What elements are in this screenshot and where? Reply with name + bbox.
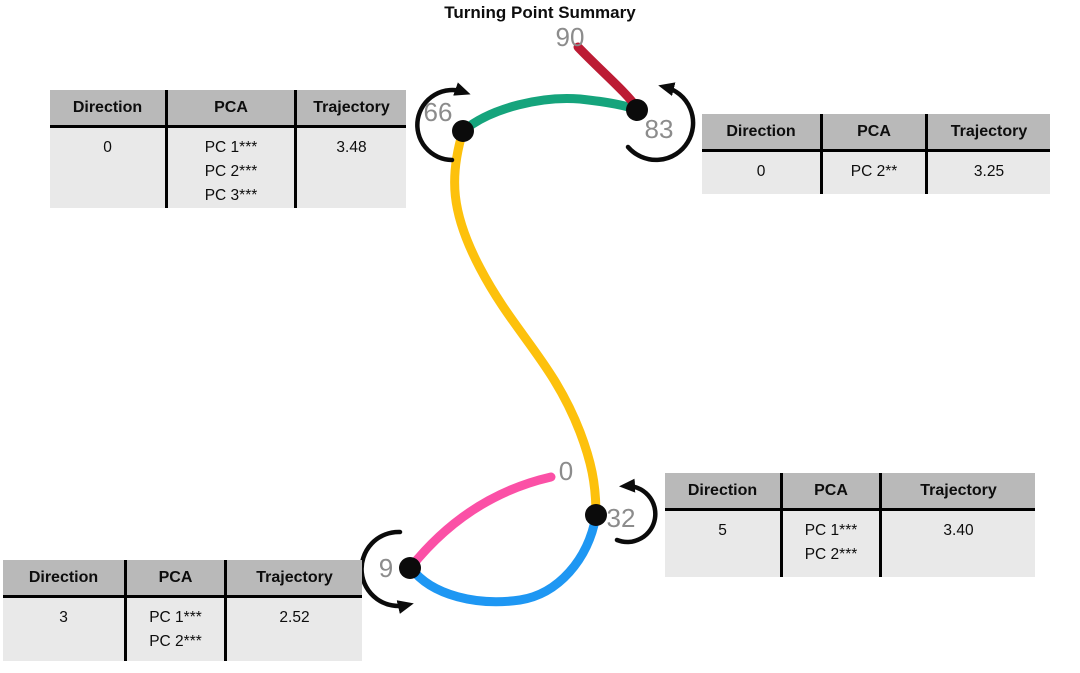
turning-point-dot-83 bbox=[626, 99, 648, 121]
trajectory-value: 3.40 bbox=[943, 522, 974, 539]
direction-column-header: Direction bbox=[50, 90, 168, 125]
trajectory-segment-0-9 bbox=[406, 472, 556, 572]
trajectory-column-header: Trajectory bbox=[950, 122, 1028, 140]
trajectory-segment-66-83 bbox=[458, 94, 642, 136]
point-label-32: 32 bbox=[607, 503, 636, 533]
point-label-83: 83 bbox=[645, 114, 674, 144]
direction-value: 0 bbox=[702, 152, 823, 194]
rotation-arrow-83-icon bbox=[625, 82, 696, 163]
direction-value: 3 bbox=[3, 598, 127, 661]
point-label-90: 90 bbox=[556, 22, 585, 52]
pca-value: PC 1*** PC 2*** PC 3*** bbox=[168, 128, 297, 208]
direction-column-header: Direction bbox=[3, 560, 127, 595]
pca-column-header: PCA bbox=[127, 560, 227, 595]
summary-table-32: Direction PCA Trajectory 5 PC 1*** PC 2*… bbox=[665, 473, 1035, 577]
pca-value: PC 1*** PC 2*** bbox=[127, 598, 227, 661]
turning-point-dot-66 bbox=[452, 120, 474, 142]
pca-line: PC 3*** bbox=[204, 187, 258, 204]
trajectory-column-header: Trajectory bbox=[256, 568, 333, 586]
pca-line: PC 2** bbox=[850, 163, 898, 180]
turning-point-dot-9 bbox=[399, 557, 421, 579]
trajectory-column-header: Trajectory bbox=[920, 481, 997, 499]
trajectory-value: 2.52 bbox=[279, 609, 310, 626]
pca-line: PC 2*** bbox=[804, 546, 858, 563]
point-label-66: 66 bbox=[424, 97, 453, 127]
summary-table-83: Direction PCA Trajectory 0 PC 2** 3.25 bbox=[702, 114, 1050, 194]
rotation-arrow-66-icon bbox=[415, 82, 471, 163]
direction-column-header: Direction bbox=[665, 473, 783, 508]
pca-line: PC 2*** bbox=[149, 633, 202, 650]
page-title: Turning Point Summary bbox=[444, 3, 636, 22]
point-label-9: 9 bbox=[379, 553, 393, 583]
trajectory-segment-32-66 bbox=[450, 126, 601, 520]
pca-column-header: PCA bbox=[823, 114, 928, 149]
pca-column-header: PCA bbox=[168, 90, 297, 125]
direction-value: 0 bbox=[50, 128, 168, 208]
turning-point-dot-32 bbox=[585, 504, 607, 526]
pca-line: PC 1*** bbox=[149, 609, 202, 626]
pca-value: PC 1*** PC 2*** bbox=[783, 511, 882, 577]
rotation-arrow-32-icon bbox=[614, 478, 658, 545]
trajectory-value: 3.48 bbox=[336, 139, 367, 156]
pca-line: PC 2*** bbox=[204, 163, 258, 180]
direction-value: 5 bbox=[665, 511, 783, 577]
direction-column-header: Direction bbox=[702, 114, 823, 149]
pca-column-header: PCA bbox=[783, 473, 882, 508]
trajectory-value: 3.25 bbox=[973, 163, 1005, 180]
summary-table-66: Direction PCA Trajectory 0 PC 1*** PC 2*… bbox=[50, 90, 406, 208]
summary-table-9: Direction PCA Trajectory 3 PC 1*** PC 2*… bbox=[3, 560, 362, 661]
pca-line: PC 1*** bbox=[804, 522, 858, 539]
pca-line: PC 1*** bbox=[204, 139, 258, 156]
trajectory-segment-9-32 bbox=[406, 511, 601, 607]
point-label-0: 0 bbox=[559, 456, 573, 486]
pca-value: PC 2** bbox=[823, 152, 928, 194]
trajectory-column-header: Trajectory bbox=[313, 98, 390, 116]
